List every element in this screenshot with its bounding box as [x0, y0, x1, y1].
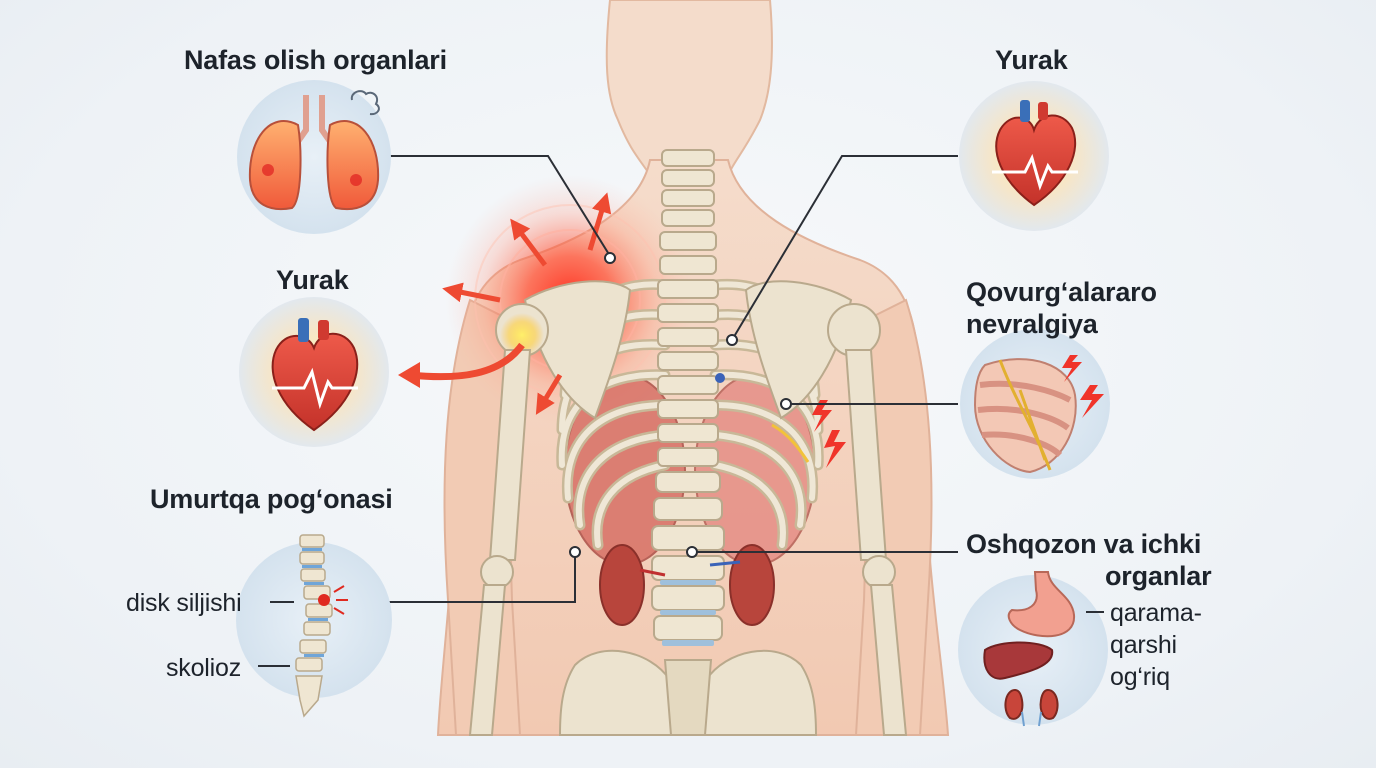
heart-label-left: Yurak: [276, 265, 349, 295]
lungs-callout: [237, 80, 391, 234]
ribs-nerve-icon: [973, 355, 1104, 474]
intercostal-callout: [960, 329, 1110, 479]
stomach-callout: [958, 571, 1108, 727]
respiratory-label: Nafas olish organlari: [184, 45, 447, 75]
spine-icon: [295, 534, 348, 718]
lightning-icon: [812, 400, 846, 468]
stomach-label-line1: Oshqozon va ichki: [966, 529, 1202, 559]
referred-pain-arrow: [409, 342, 525, 381]
opposite-pain-label-line1: qarama-: [1110, 599, 1202, 627]
heart-callout-left: [239, 297, 389, 447]
disc-herniation-label: disk siljishi: [126, 589, 242, 617]
stomach-liver-kidneys-icon: [983, 571, 1076, 727]
stomach-label-line2: organlar: [1105, 561, 1212, 591]
leader-lines: [330, 155, 958, 603]
scoliosis-label: skolioz: [166, 654, 242, 682]
lungs-icon: [248, 90, 380, 210]
pain-radiation-arrows: [442, 192, 612, 415]
spine-callout: [236, 534, 392, 718]
heart-icon: [992, 100, 1078, 207]
heart-callout-right: [959, 81, 1109, 231]
opposite-pain-label-line2: qarshi: [1110, 631, 1177, 659]
heart-label-right: Yurak: [995, 45, 1068, 75]
spine-label: Umurtqa pog‘onasi: [150, 484, 393, 514]
opposite-pain-label-line3: og‘riq: [1110, 663, 1170, 691]
intercostal-label-line1: Qovurg‘alararo: [966, 277, 1157, 307]
heart-icon: [271, 318, 359, 432]
skeleton: [468, 149, 908, 736]
intercostal-label-line2: nevralgiya: [966, 309, 1098, 339]
